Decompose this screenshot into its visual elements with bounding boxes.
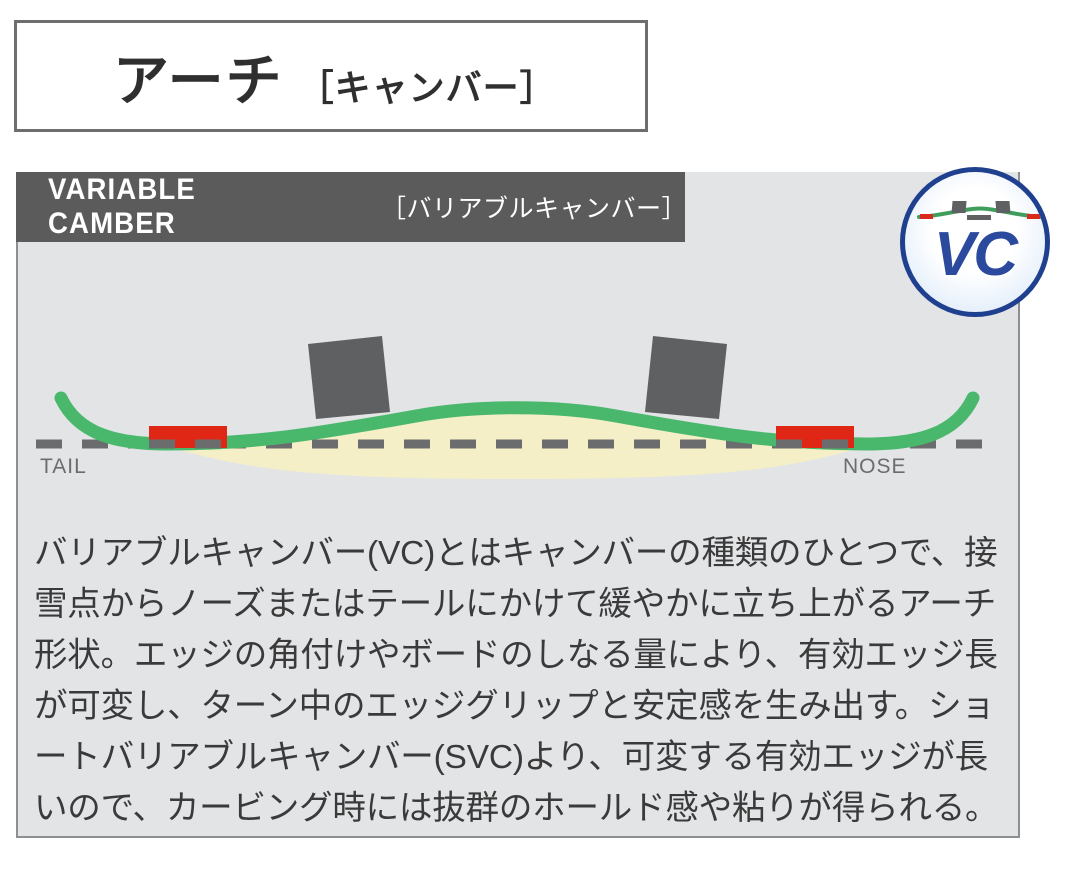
- camber-profile-svg: [36, 336, 1000, 479]
- description-text: バリアブルキャンバー(VC)とはキャンバーの種類のひとつで、接 雪点からノーズま…: [34, 528, 1009, 834]
- diagram-label-tail: TAIL: [40, 455, 87, 478]
- binding-block-right: [645, 336, 727, 419]
- binding-block-left: [308, 336, 390, 419]
- description-line: ートバリアブルキャンバー(SVC)より、可変する有効エッジが長: [34, 739, 988, 776]
- description-line: いので、カービング時には抜群のホールド感や粘りが得られる。: [34, 790, 999, 827]
- vc-badge-label: VC: [932, 220, 1020, 289]
- page-title: アーチ ［キャンバー］: [113, 36, 557, 117]
- vc-badge-mini-board-icon: [917, 201, 1043, 220]
- description-line: 雪点からノーズまたはテールにかけて緩やかに立ち上がるアーチ: [34, 586, 997, 623]
- description-line: バリアブルキャンバー(VC)とはキャンバーの種類のひとつで、接: [34, 535, 998, 572]
- camber-info-panel: [16, 172, 1020, 838]
- description-line: 形状。エッジの角付けやボードのしなる量により、有効エッジ長: [34, 637, 998, 674]
- diagram-label-nose: NOSE: [843, 455, 907, 478]
- panel-header-bar: VARIABLE CAMBER ［バリアブルキャンバー］: [16, 172, 688, 242]
- panel-header-title-jp: ［バリアブルキャンバー］: [381, 195, 688, 223]
- panel-header-title-en: VARIABLE CAMBER: [48, 173, 196, 240]
- vc-badge: VC: [900, 167, 1050, 317]
- page-title-box: アーチ ［キャンバー］: [14, 20, 648, 132]
- page-title-sub: ［キャンバー］: [297, 66, 557, 108]
- page-title-main: アーチ: [113, 48, 284, 112]
- camber-profile-diagram: [16, 322, 1020, 502]
- description-line: が可変し、ターン中のエッジグリップと安定感を生み出す。ショ: [34, 688, 995, 725]
